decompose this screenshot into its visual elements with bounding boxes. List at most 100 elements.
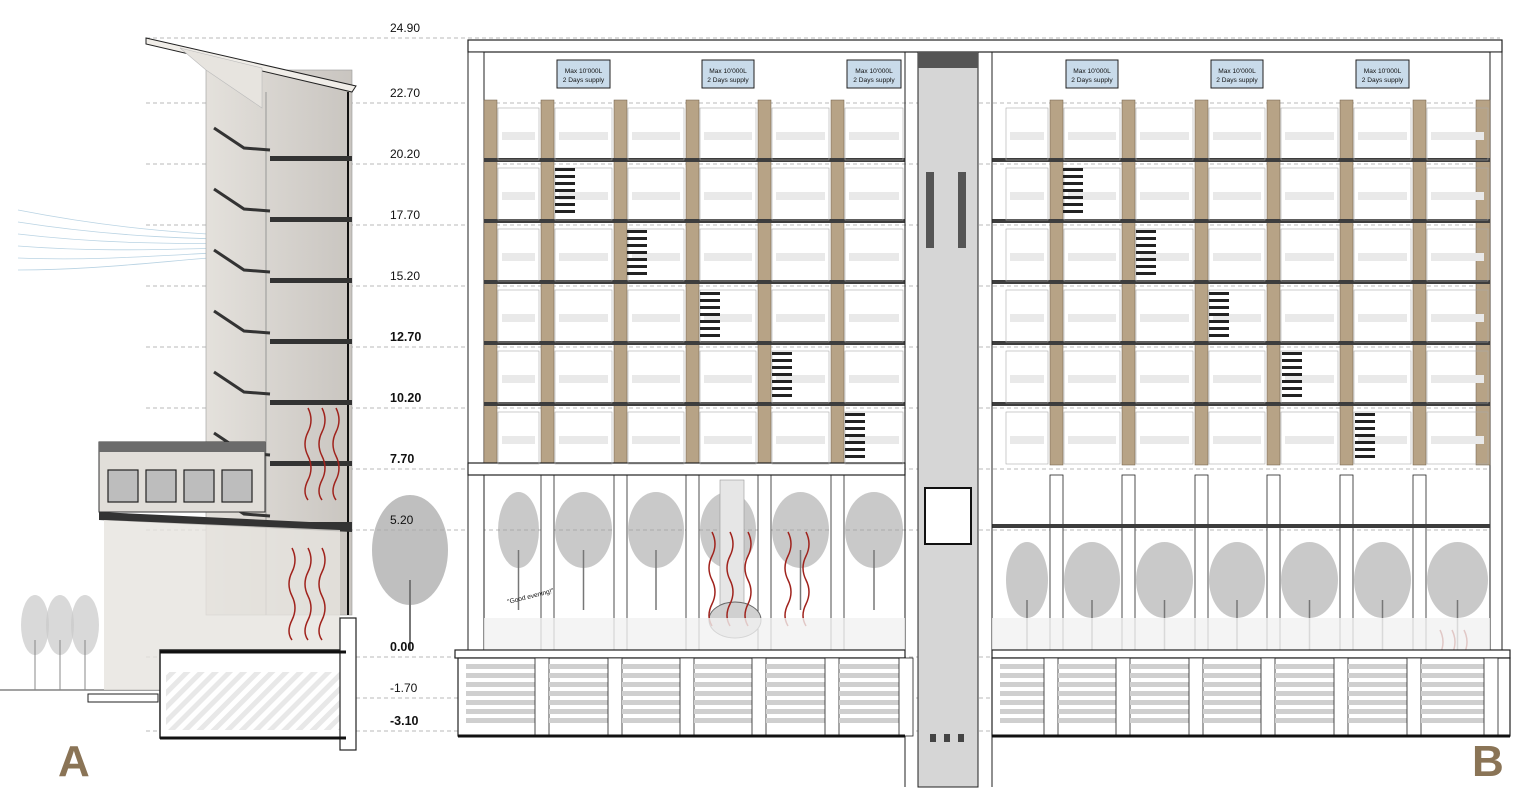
balustrade (1068, 436, 1116, 444)
window-frame (844, 411, 904, 465)
basement-pier (1115, 657, 1131, 737)
basement-stripe (839, 682, 899, 687)
basement-stripe (622, 718, 680, 723)
balustrade (559, 132, 608, 140)
balustrade (1431, 375, 1484, 383)
balustrade (1068, 314, 1116, 322)
balustrade (1358, 132, 1407, 140)
window-frame (1280, 228, 1339, 282)
basement-stripe (1000, 718, 1044, 723)
basement-stripe (549, 682, 608, 687)
balustrade (1010, 253, 1044, 261)
balustrade (776, 132, 825, 140)
stair-tread (772, 366, 792, 369)
stair-tread (1209, 327, 1229, 330)
basement-stripe (1348, 664, 1407, 669)
stair-tread (1063, 168, 1083, 171)
window-frame (497, 107, 540, 161)
entry-step (87, 693, 159, 703)
balustrade (776, 436, 825, 444)
stair-tread (1355, 420, 1375, 423)
window-frame (699, 228, 757, 282)
basement-stripe (694, 682, 752, 687)
window-frame (771, 167, 830, 221)
basement-stripe (1421, 664, 1484, 669)
window-frame (1063, 167, 1121, 221)
basement-stripe (1348, 709, 1407, 714)
stair-tread (700, 327, 720, 330)
heat-line (332, 407, 340, 501)
balustrade (632, 436, 680, 444)
window-frame (844, 167, 904, 221)
window-frame (1353, 411, 1412, 465)
stair-tread (845, 420, 865, 423)
tank-supply-label: 2 Days supply (853, 77, 895, 84)
balustrade (1213, 314, 1261, 322)
window-frame (1208, 350, 1266, 404)
basement-stripe (1058, 709, 1116, 714)
tank-supply-label: 2 Days supply (1071, 77, 1113, 84)
basement-stripe (1203, 709, 1261, 714)
elevator-rail (926, 172, 934, 248)
stair-tread (1282, 359, 1302, 362)
basement-stripe (549, 664, 608, 669)
window-frame (1353, 107, 1412, 161)
interior-tree (1281, 542, 1338, 618)
floor-slab (992, 280, 1490, 284)
window-frame (1426, 289, 1489, 343)
window-frame (627, 289, 685, 343)
basement-stripe (1058, 673, 1116, 678)
basement-stripe (766, 664, 825, 669)
basement-stripe (694, 673, 752, 678)
basement-wall (339, 617, 357, 751)
level-label: 17.70 (390, 208, 420, 222)
basement-stripe (1130, 664, 1189, 669)
level-label: 22.70 (390, 86, 420, 100)
basement-stripe (839, 700, 899, 705)
podium-slab (99, 512, 352, 532)
balustrade (1285, 192, 1334, 200)
balustrade (776, 314, 825, 322)
basement-pier (607, 657, 623, 737)
balustrade (849, 192, 899, 200)
balustrade (502, 375, 535, 383)
basement-stripe (1275, 691, 1334, 696)
basement-stripe (694, 664, 752, 669)
window-frame (497, 411, 540, 465)
window-frame (1135, 228, 1194, 282)
balcony-fin (213, 187, 271, 213)
roof-slab-b (467, 39, 1503, 53)
floor-slab (270, 339, 352, 344)
basement-pier (824, 657, 840, 737)
balustrade (1010, 436, 1044, 444)
stair-tread (627, 230, 647, 233)
floor-slab (484, 219, 905, 223)
stair-tread (772, 380, 792, 383)
balustrade (776, 253, 825, 261)
balustrade (1068, 132, 1116, 140)
level-labels: 24.9022.7020.2017.7015.2012.7010.207.705… (390, 21, 421, 728)
basement-stripe (694, 700, 752, 705)
basement-stripe (1130, 691, 1189, 696)
tank-capacity-label: Max 10'000L (1073, 68, 1111, 75)
balustrade (1068, 253, 1116, 261)
basement-stripe (1421, 673, 1484, 678)
basement-stripe (622, 664, 680, 669)
stair-tread (845, 441, 865, 444)
window-frame (497, 167, 540, 221)
balustrade (1431, 436, 1484, 444)
basement-pier (1043, 657, 1059, 737)
basement-stripe (766, 709, 825, 714)
level-label: 5.20 (390, 513, 414, 527)
basement-stripe (1203, 691, 1261, 696)
basement-stripe (622, 673, 680, 678)
basement-stripe (1275, 673, 1334, 678)
window-frame (1353, 350, 1412, 404)
stair-tread (1209, 306, 1229, 309)
interior-tree (1354, 542, 1411, 618)
stair-tread (1209, 334, 1229, 337)
basement-stripe (466, 682, 535, 687)
window-frame (1063, 289, 1121, 343)
balustrade (632, 132, 680, 140)
basement-pier (1483, 657, 1499, 737)
